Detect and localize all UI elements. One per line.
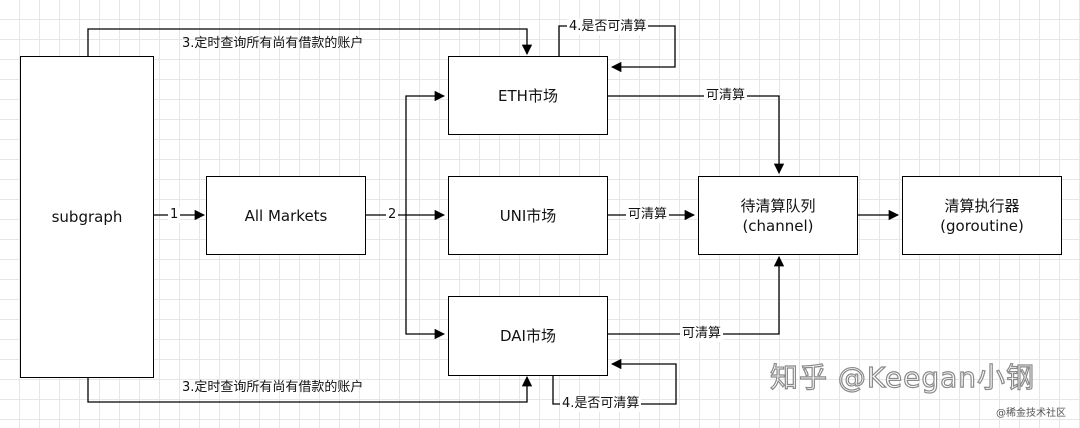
edge-label-step2: 2 [386,207,399,223]
node-dai-market-label: DAI市场 [500,327,556,345]
watermark-main: 知乎 @Keegan小钢 [769,360,1035,394]
node-eth-market-label: ETH市场 [498,86,558,105]
edge-eth-liquidatable [608,95,785,175]
edge-branch-eth [405,90,446,215]
edge-query-top [87,28,533,56]
edge-label-check-dai: 4.是否可清算 [560,396,642,412]
edge-label-query-bottom: 3.定时查询所有尚有借款的账户 [182,380,364,395]
edge-label-query-top: 3.定时查询所有尚有借款的账户 [182,36,364,51]
node-dai-market: DAI市场 [448,296,608,376]
node-subgraph: subgraph [20,56,154,378]
watermark-sub: @稀金技术社区 [996,408,1066,419]
edge-label-uni-liquidatable: 可清算 [626,207,670,223]
node-uni-market: UNI市场 [448,176,608,255]
node-eth-market: ETH市场 [448,56,608,135]
node-uni-market-label: UNI市场 [499,206,557,225]
edge-branch-dai [405,215,446,340]
node-queue-label: 待清算队列 (channel) [740,196,816,235]
edge-check-eth [558,25,676,73]
node-queue: 待清算队列 (channel) [698,176,858,255]
node-subgraph-label: subgraph [51,208,123,226]
edge-label-check-eth: 4.是否可清算 [567,19,649,35]
edge-label-step1: 1 [168,207,181,223]
node-all-markets-label: All Markets [244,206,328,225]
node-all-markets: All Markets [206,176,366,255]
edge-dai-liquidatable [608,255,785,335]
edge-label-dai-liquidatable: 可清算 [680,326,724,342]
edge-label-eth-liquidatable: 可清算 [704,88,748,104]
node-executor-label: 清算执行器 (goroutine) [940,196,1024,235]
edge-check-dai [552,358,677,405]
edge-query-bottom [87,375,533,403]
node-executor: 清算执行器 (goroutine) [902,176,1062,255]
